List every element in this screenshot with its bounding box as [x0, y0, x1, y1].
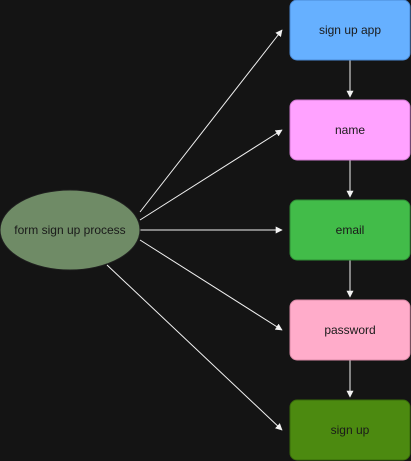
step-email-box [289, 199, 411, 261]
step-name-box [289, 99, 411, 161]
step-sign-up: sign up [289, 399, 411, 461]
step-password-box [289, 299, 411, 361]
step-name: name [289, 99, 411, 161]
step-sign-up-app-box [289, 0, 411, 61]
step-name-label: name [335, 123, 365, 137]
step-sign-up-label: sign up [331, 423, 370, 437]
fan-arrows [106, 29, 283, 431]
arrow-to-sign-up-app [139, 29, 283, 213]
step-email-label: email [336, 223, 365, 237]
center-node: form sign up process [0, 189, 141, 271]
step-sign-up-box [289, 399, 411, 461]
arrow-to-name [139, 129, 283, 221]
step-sign-up-app-label: sign up app [319, 23, 381, 37]
arrow-to-sign-up [106, 264, 283, 431]
center-label: form sign up process [14, 223, 125, 237]
center-ellipse [0, 189, 141, 271]
step-email: email [289, 199, 411, 261]
step-sign-up-app: sign up app [289, 0, 411, 61]
step-password: password [289, 299, 411, 361]
arrow-to-password [139, 239, 283, 331]
step-password-label: password [324, 323, 375, 337]
